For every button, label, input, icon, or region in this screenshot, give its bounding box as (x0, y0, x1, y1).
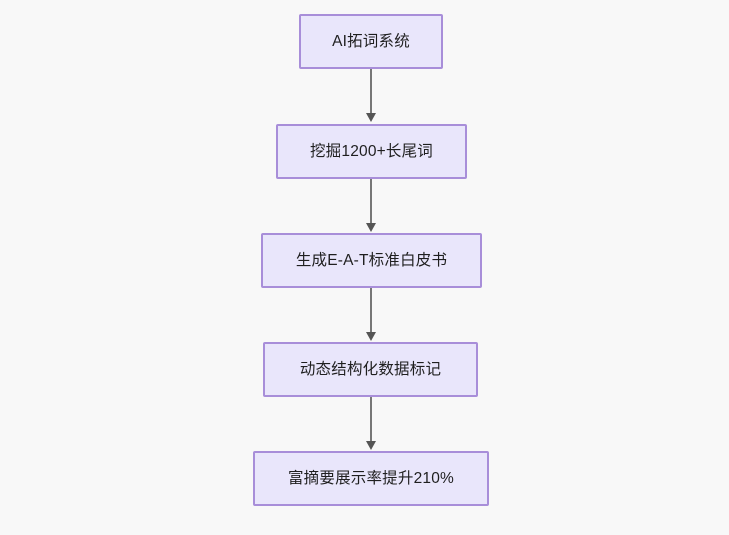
flowchart-arrowhead-4-to-5 (366, 441, 376, 450)
flowchart-edge-3-to-4 (370, 288, 372, 332)
flowchart-arrowhead-1-to-2 (366, 113, 376, 122)
flowchart-node-4[interactable]: 动态结构化数据标记 (263, 342, 478, 397)
flowchart-node-2[interactable]: 挖掘1200+长尾词 (276, 124, 467, 179)
flowchart-arrowhead-3-to-4 (366, 332, 376, 341)
flowchart-node-3-label: 生成E-A-T标准白皮书 (295, 251, 448, 269)
flowchart-arrowhead-2-to-3 (366, 223, 376, 232)
flowchart-edge-2-to-3 (370, 179, 372, 223)
flowchart-node-3[interactable]: 生成E-A-T标准白皮书 (261, 233, 482, 288)
flowchart-node-5[interactable]: 富摘要展示率提升210% (253, 451, 489, 506)
flowchart-node-1-label: AI拓词系统 (332, 32, 410, 50)
flowchart-node-5-label: 富摘要展示率提升210% (287, 469, 455, 487)
flowchart-edge-1-to-2 (370, 69, 372, 113)
flowchart-node-2-label: 挖掘1200+长尾词 (309, 142, 434, 160)
flowchart-edge-4-to-5 (370, 397, 372, 441)
flowchart-node-4-label: 动态结构化数据标记 (299, 360, 442, 378)
flowchart-node-1[interactable]: AI拓词系统 (299, 14, 443, 69)
